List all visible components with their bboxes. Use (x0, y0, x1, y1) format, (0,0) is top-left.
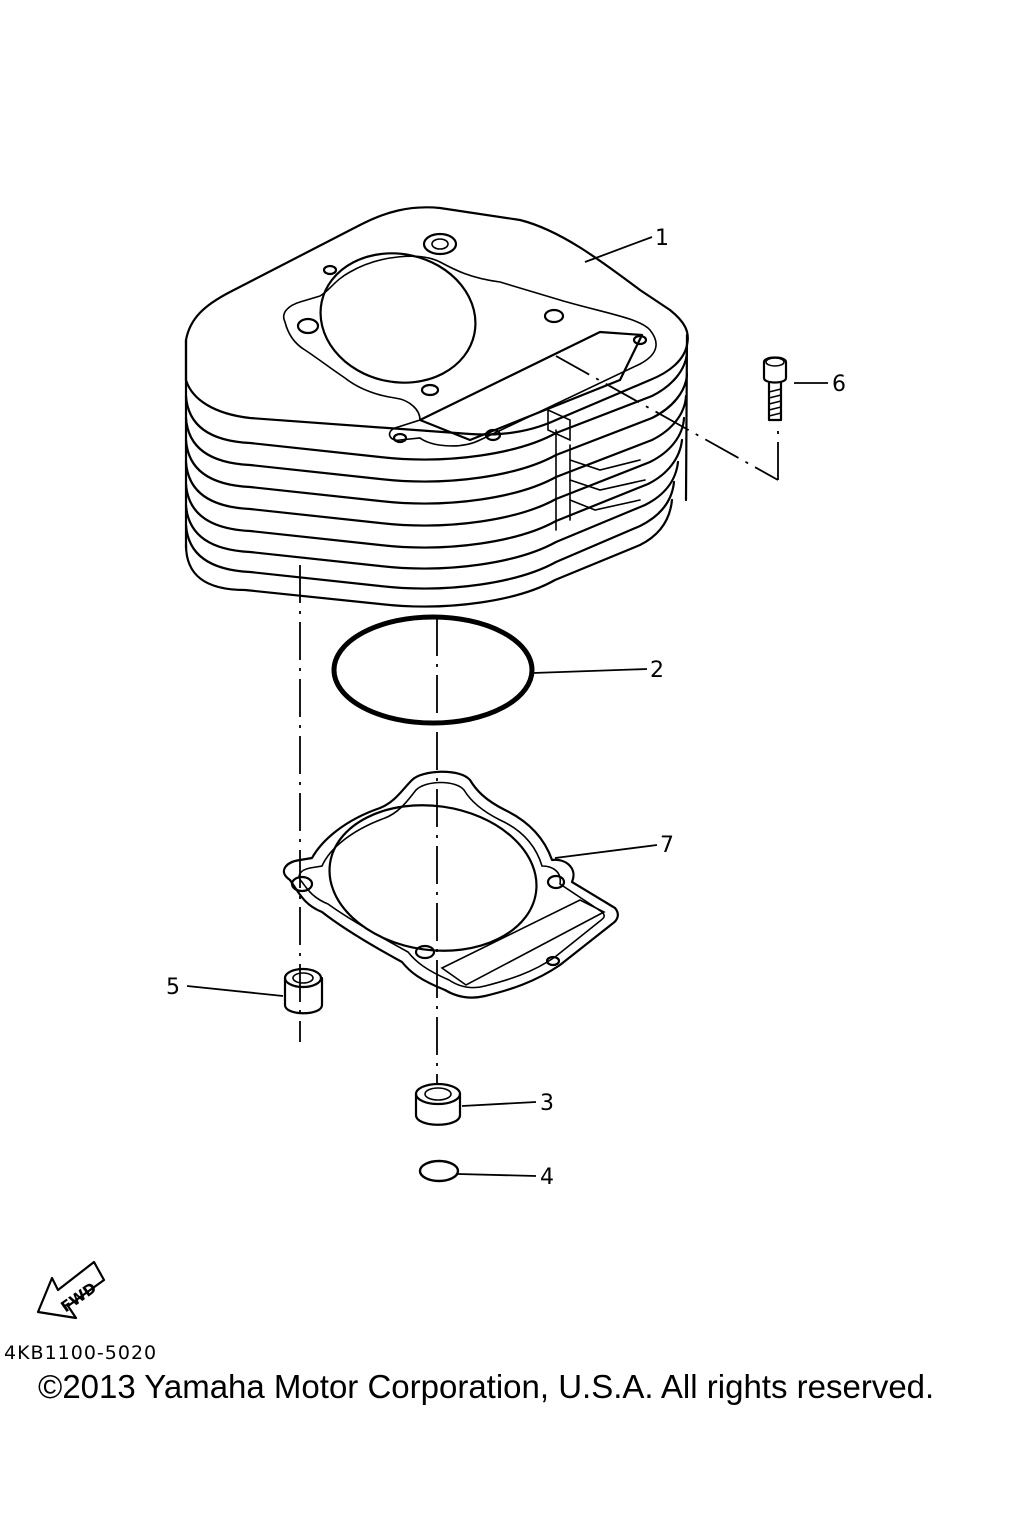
copyright-notice: ©2013 Yamaha Motor Corporation, U.S.A. A… (38, 1368, 935, 1405)
forward-arrow-icon: FWD (36, 1260, 106, 1320)
part-number-7: 7 (660, 833, 674, 858)
o-ring-small[interactable] (418, 1159, 460, 1183)
bolt[interactable] (762, 356, 788, 422)
part-number-5: 5 (166, 975, 180, 1000)
cylinder-block[interactable] (184, 206, 689, 608)
dowel-pin-rear[interactable] (283, 967, 324, 1015)
part-number-4: 4 (540, 1165, 554, 1190)
drawing-code: 4KB1100-5020 (4, 1342, 158, 1364)
part-number-2: 2 (650, 658, 664, 683)
part-number-6: 6 (832, 372, 846, 397)
part-number-3: 3 (540, 1091, 554, 1116)
cylinder-gasket[interactable] (282, 770, 619, 999)
dowel-pin-front[interactable] (414, 1082, 462, 1126)
part-number-1: 1 (655, 226, 669, 251)
o-ring-large[interactable] (331, 614, 535, 726)
